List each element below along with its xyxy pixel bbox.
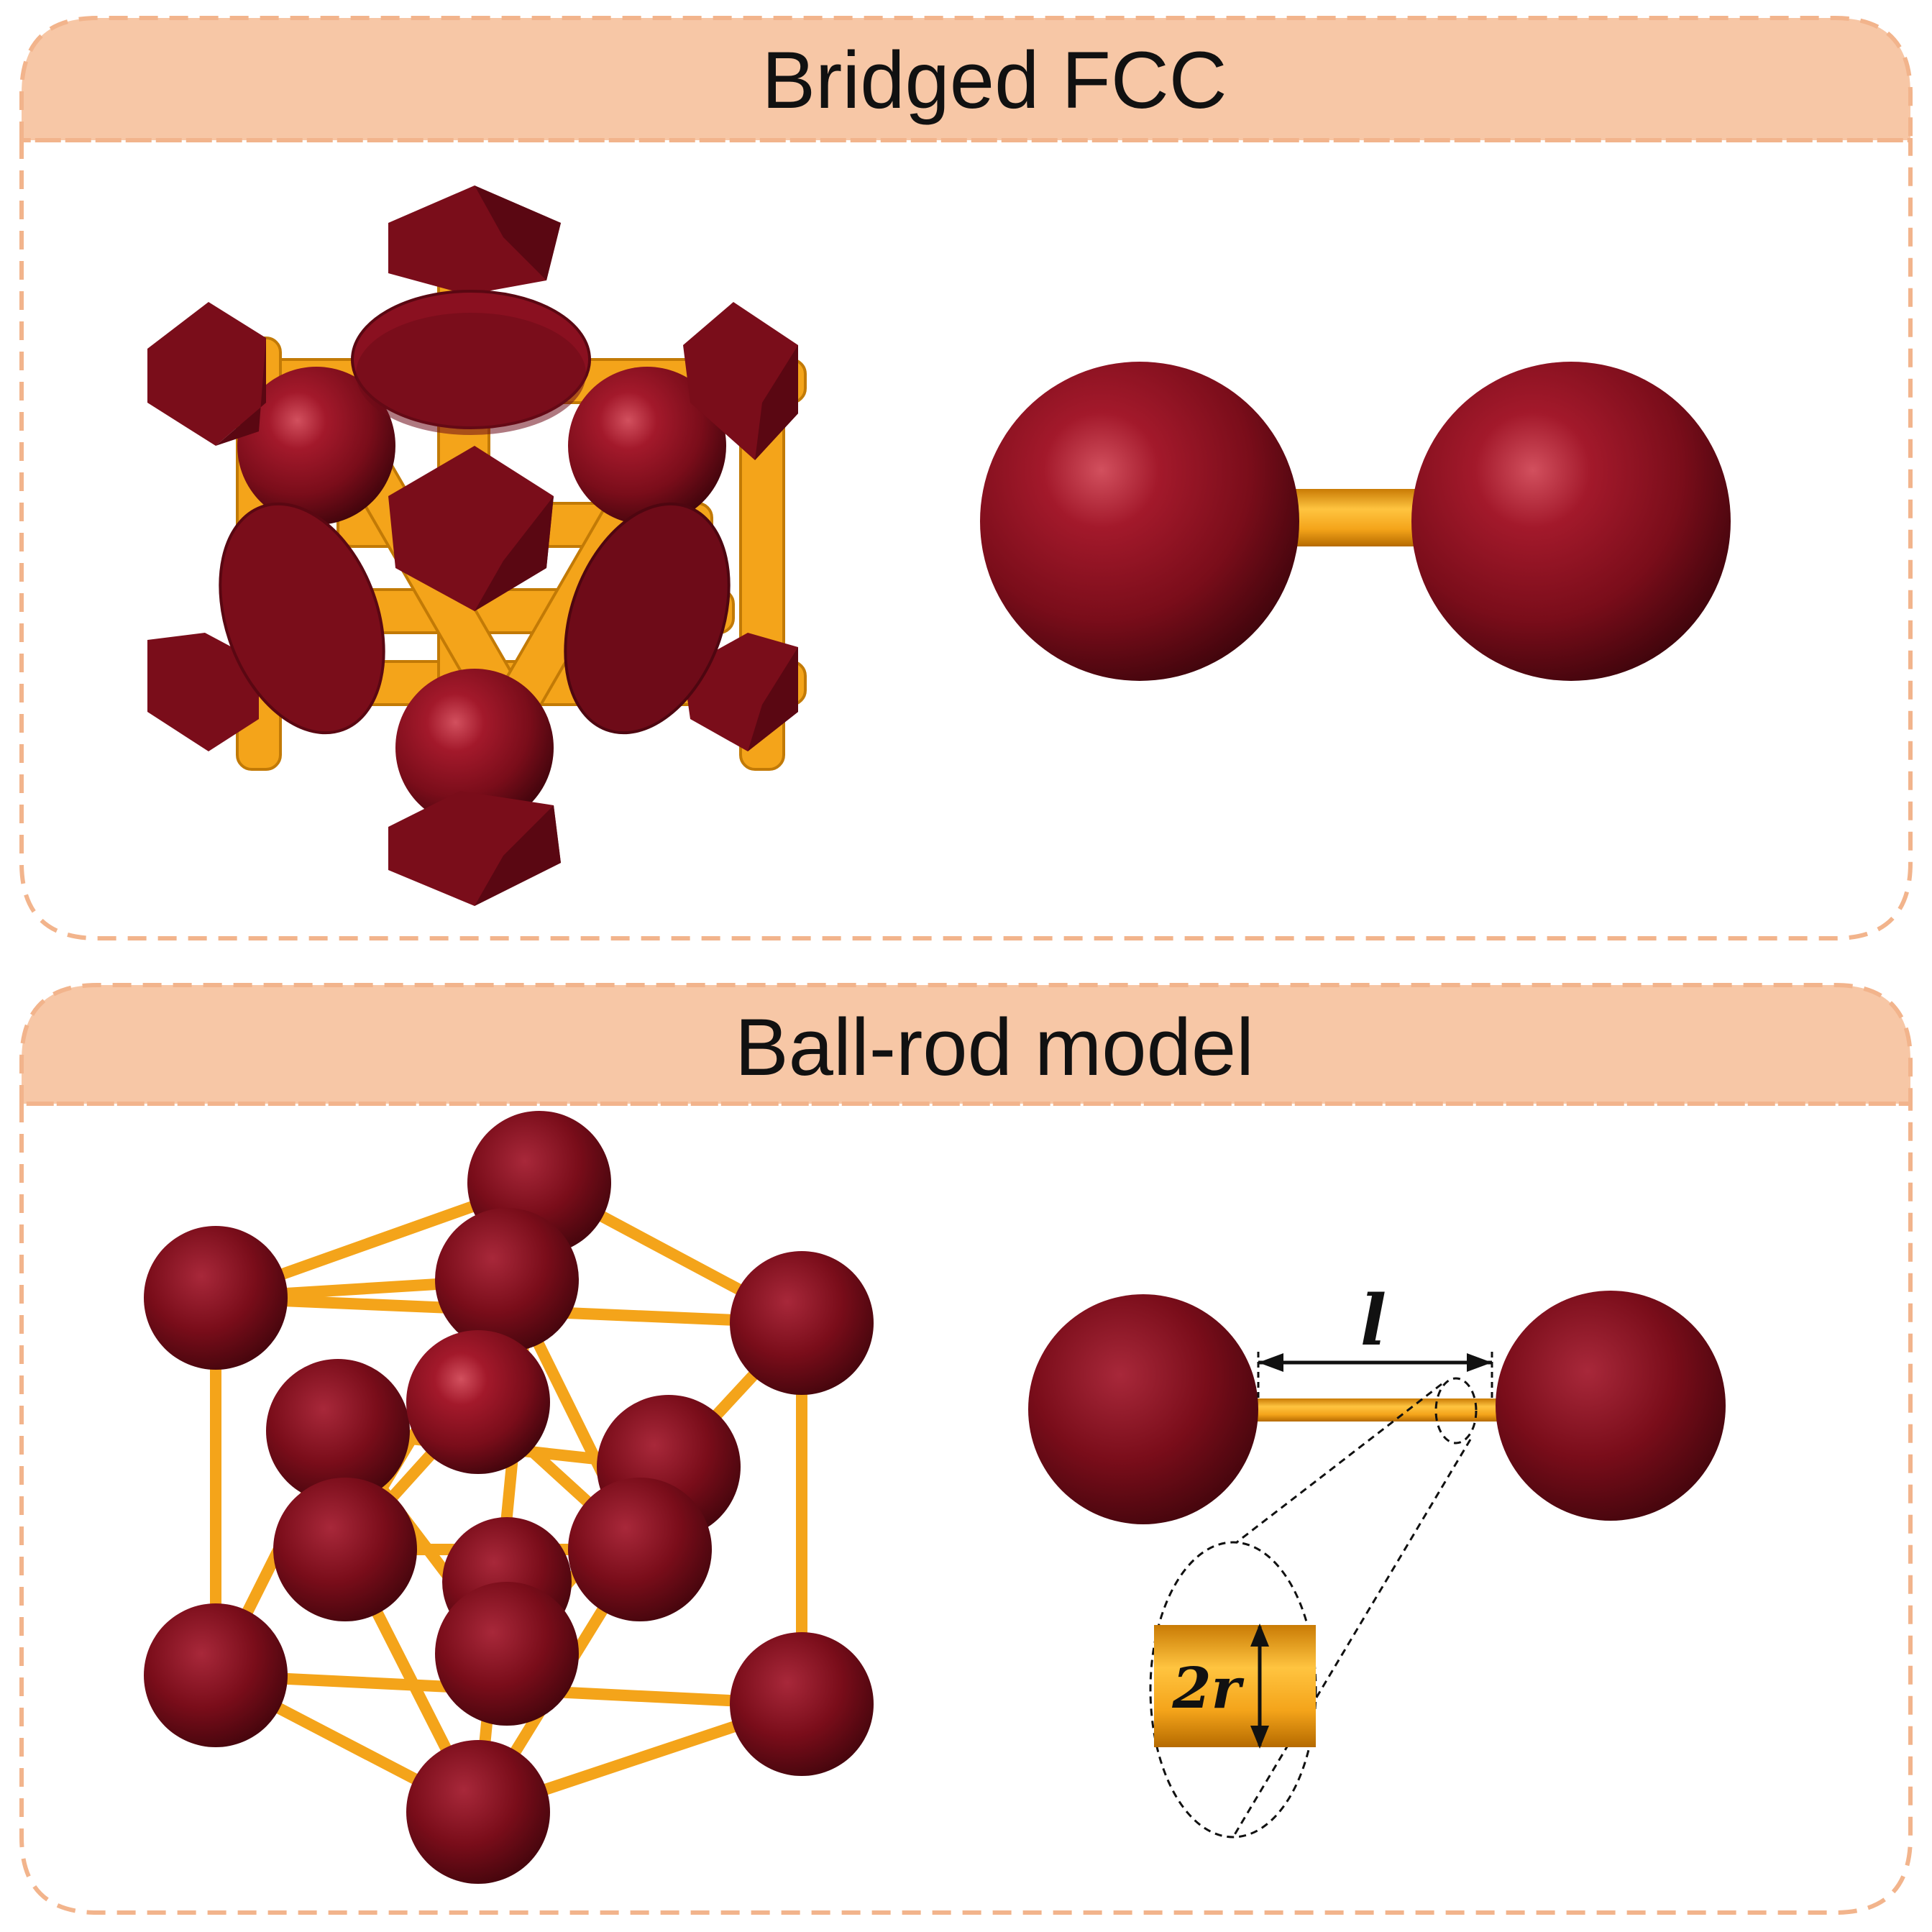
bridge-neck xyxy=(1287,489,1431,546)
panel-header-bottom xyxy=(19,983,1913,1106)
lattice-atoms xyxy=(144,1111,874,1884)
panel-border-top xyxy=(19,138,1913,940)
ball-rod-lattice xyxy=(144,1111,874,1884)
panel-header-top xyxy=(19,16,1913,142)
panel-title-bottom: Ball-rod model xyxy=(735,1002,1254,1092)
rod-diameter-label: 2r xyxy=(1171,1656,1244,1721)
rod xyxy=(1255,1398,1506,1421)
rod-zoom xyxy=(1154,1625,1316,1747)
inner-spheres xyxy=(237,367,726,827)
bridged-fcc-unit-cell xyxy=(147,186,807,906)
ball-right xyxy=(1496,1291,1726,1521)
ball-rod-dumbbell: l 2r xyxy=(1028,1280,1726,1839)
bridged-dumbbell xyxy=(980,362,1731,681)
corner-pieces xyxy=(147,186,798,906)
rod-length-label: l xyxy=(1360,1280,1386,1361)
dumbbell-sphere-right xyxy=(1411,362,1731,681)
panel-title-top: Bridged FCC xyxy=(761,35,1227,125)
face-center-discs xyxy=(219,290,731,735)
ball-left xyxy=(1028,1294,1258,1524)
length-dimension xyxy=(1257,1352,1493,1398)
diameter-dimension xyxy=(1250,1624,1269,1749)
panel-ball-rod-model: Ball-rod model xyxy=(19,983,1913,1915)
panel-border-bottom xyxy=(19,1102,1913,1915)
dumbbell-sphere-left xyxy=(980,362,1299,681)
panel-bridged-fcc: Bridged FCC xyxy=(19,16,1913,940)
